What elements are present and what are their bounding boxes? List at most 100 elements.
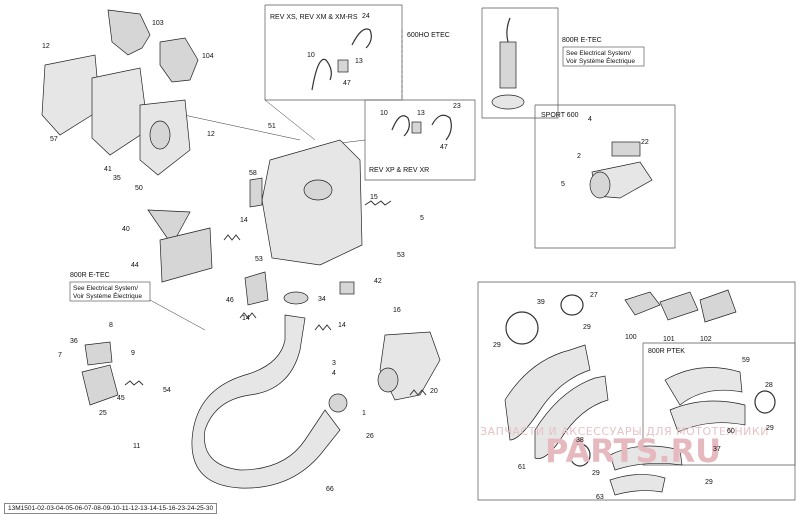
callout-14b: 14 [242,315,250,322]
bracket-13b-icon [411,121,422,134]
sport-600-frame [534,104,676,249]
callout-44: 44 [131,262,139,269]
shield-101-icon [659,291,699,321]
clamp-27-icon [560,294,584,316]
callout-47b: 47 [440,144,448,151]
callout-45: 45 [117,395,125,402]
callout-2: 2 [577,153,581,160]
muffler-set-parts [504,289,776,496]
plate-103-icon [107,9,151,56]
drawing-number: 13M1501-02-03-04-05-06-07-08-09-10-11-12… [4,503,218,514]
ptek-frame [642,342,796,466]
callout-38: 38 [576,437,584,444]
cable-47b-icon [391,115,410,137]
callout-29b: 29 [493,342,501,349]
electrical-note-top-line2: Voir Système Électrique [566,56,635,65]
callout-11: 11 [133,443,140,450]
section-sport-600: SPORT 600 [541,112,579,119]
callout-103: 103 [152,20,164,27]
callout-102: 102 [700,336,712,343]
callout-57: 57 [50,136,58,143]
callout-53b: 53 [255,256,263,263]
callout-26: 26 [366,433,374,440]
sensor-wire-icon [506,17,511,43]
shield-100-icon [624,291,661,316]
muffler-inlet-icon [303,179,333,201]
callout-labels: 103 104 12 57 41 35 50 12 24 10 13 47 51… [42,13,774,501]
clamp-39-icon [505,311,539,345]
callout-100: 100 [625,334,637,341]
section-800r-etec-top: 800R E-TEC [562,37,602,44]
cable-23-icon [431,114,452,141]
electrical-note-left-box [69,281,151,302]
seal-26-icon [328,393,348,413]
callout-59: 59 [742,357,750,364]
watermark-text: ЗАПЧАСТИ И АКСЕССУАРЫ ДЛЯ МОТОТЕХНИКИ [480,425,769,438]
etec-sensor [491,17,525,110]
callout-51: 51 [268,123,276,130]
callout-41: 41 [104,166,112,173]
electrical-note-top-line1: See Electrical System/ [566,50,631,57]
callout-47a: 47 [343,80,351,87]
callout-25: 25 [99,410,107,417]
callout-9: 9 [131,350,135,357]
callout-101: 101 [663,336,675,343]
callout-104: 104 [202,53,214,60]
section-800r-etec-left: 800R E-TEC [70,272,110,279]
panel-58-icon [249,177,263,208]
callout-29a: 29 [583,324,591,331]
airbox-opening-icon [149,120,171,150]
callout-5a: 5 [420,215,424,222]
callout-10a: 10 [307,52,315,59]
pipe-61-icon [534,375,609,459]
panel-44-icon [159,227,213,283]
rev-xp-frame [364,99,476,181]
leader-airbox [169,111,301,141]
section-800r-ptek: 800R PTEK [648,348,685,355]
sensor-body-icon [499,41,517,89]
rev-xs-parts [311,28,372,91]
grommet-42-icon [339,281,355,295]
muffler-set-frame [477,281,796,501]
callout-34: 34 [318,296,326,303]
callout-46: 46 [226,297,234,304]
callout-8: 8 [109,322,113,329]
airbox-group [41,9,199,176]
airbox-body-41-icon [91,67,149,156]
spring-14b-icon [239,312,257,319]
seal-34-icon [283,291,309,305]
callout-7: 7 [58,352,62,359]
rev-xp-parts [391,114,452,141]
callout-14c: 14 [338,322,346,329]
manifold-outlet-icon [377,367,399,393]
callout-66: 66 [326,486,334,493]
callout-28: 28 [765,382,773,389]
callout-61: 61 [518,464,526,471]
bracket-36-icon [84,341,113,366]
spring-14a-icon [223,234,241,241]
callout-20: 20 [430,388,438,395]
pipe-60-icon [504,344,591,441]
callout-39: 39 [537,299,545,306]
shield-102-icon [699,289,737,323]
pipe-22-inlet-icon [589,171,611,199]
callout-13b: 13 [417,110,425,117]
section-rev-xs: REV XS, REV XM & XM-RS [270,14,358,21]
cable-47a-icon [311,58,332,91]
callout-3: 3 [332,360,336,367]
callout-1: 1 [362,410,366,417]
callout-12a: 12 [42,43,50,50]
callout-29d: 29 [705,479,713,486]
watermark-logo: PARTS.RU [545,432,721,470]
bracket-13a-icon [337,59,349,73]
callout-4b: 4 [332,370,336,377]
bracket-45-icon [81,364,119,406]
section-rev-xp: REV XP & REV XR [369,167,429,174]
callout-40: 40 [122,226,130,233]
callout-58: 58 [249,170,257,177]
pipe-60b-icon [669,400,746,433]
callout-37: 37 [713,446,721,453]
electrical-note-left-line1: See Electrical System/ [73,285,138,292]
callout-13a: 13 [355,58,363,65]
